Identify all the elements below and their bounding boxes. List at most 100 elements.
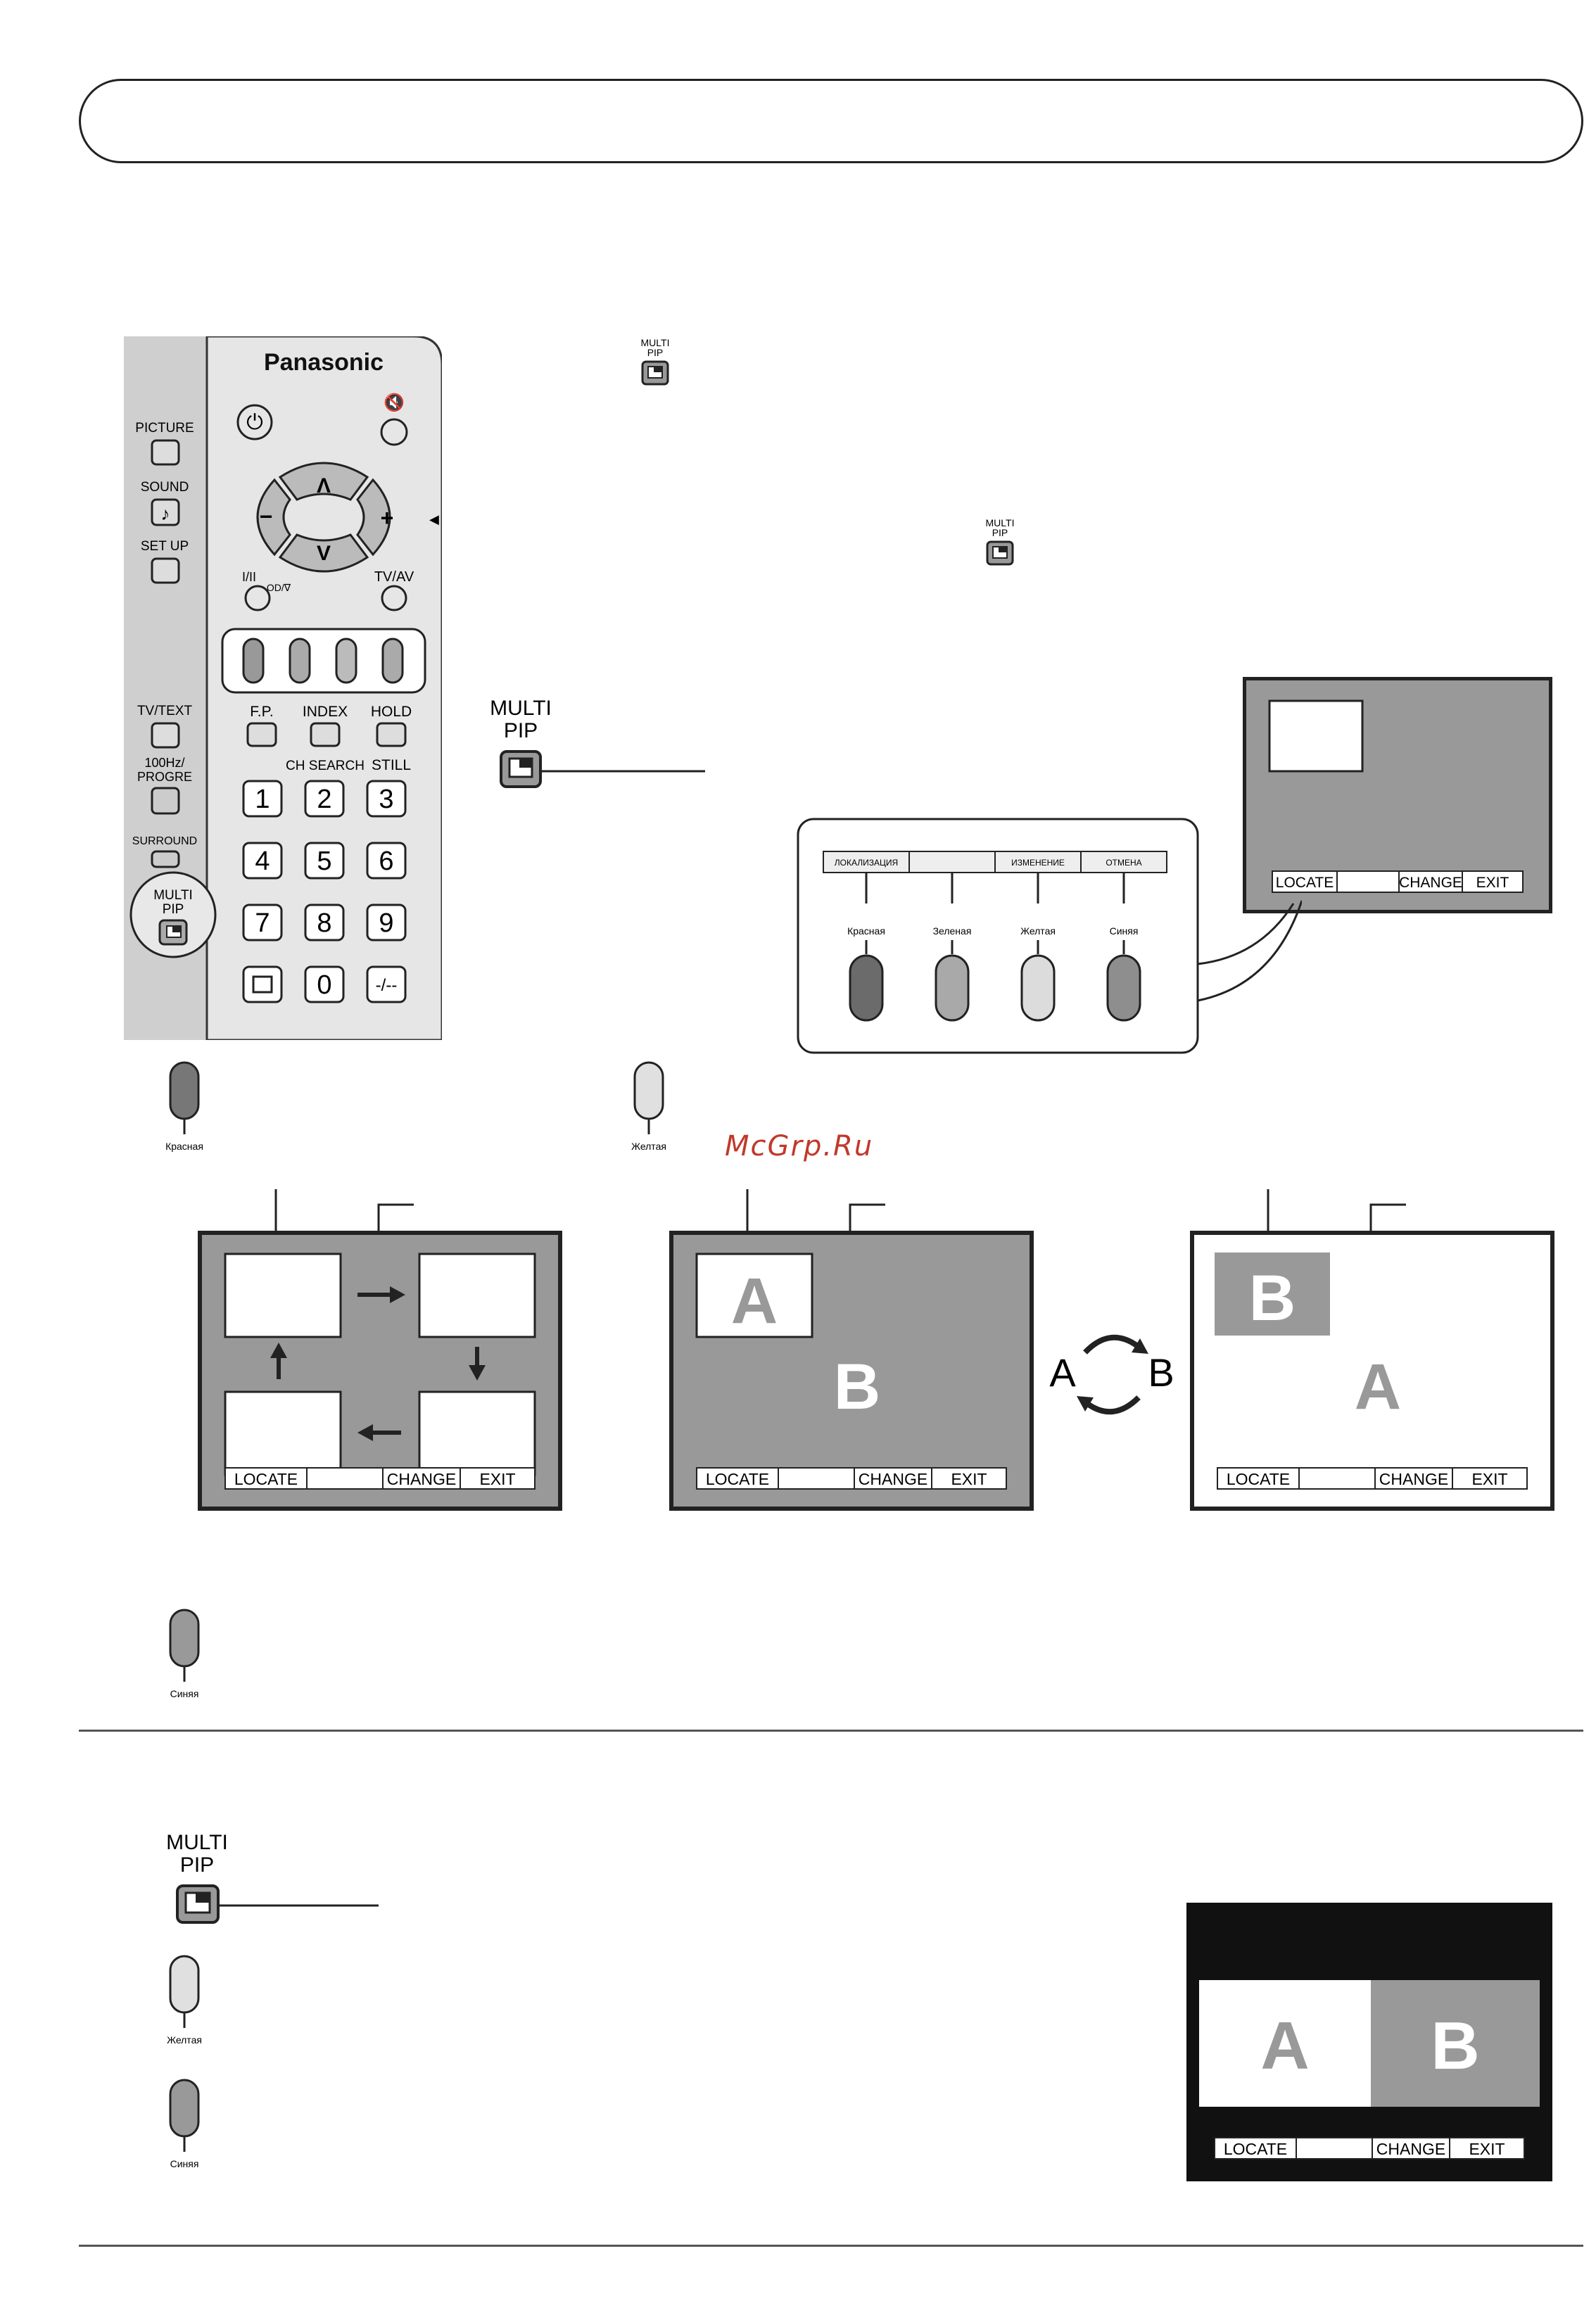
svg-text:CHANGE: CHANGE <box>859 1470 927 1488</box>
tvtext-button[interactable] <box>151 722 180 749</box>
tv-screen-top: LOCATE CHANGE EXIT <box>1242 676 1553 914</box>
remote-label-progre: PROGRE <box>137 770 192 784</box>
pip-label-b: B <box>1249 1262 1296 1334</box>
svg-text:LOCATE: LOCATE <box>1227 1470 1290 1488</box>
index-button[interactable] <box>310 722 341 747</box>
svg-text:PIP: PIP <box>180 1853 214 1877</box>
screen-a-in-b: A B LOCATE CHANGE EXIT <box>669 1189 1041 1513</box>
svg-text:PIP: PIP <box>504 719 538 742</box>
multi-pip-big-icon: MULTI PIP <box>486 697 711 802</box>
digit-button-5[interactable] <box>304 842 345 880</box>
swap-arrow-top-icon <box>1083 1334 1141 1355</box>
svg-text:Синяя: Синяя <box>1110 925 1139 937</box>
svg-text:7: 7 <box>255 908 270 938</box>
digit-button-0[interactable] <box>304 965 345 1003</box>
remote-brand: Panasonic <box>264 349 384 376</box>
svg-text:5: 5 <box>317 847 331 876</box>
svg-text:Желтая: Желтая <box>167 2034 202 2046</box>
svg-text:8: 8 <box>317 908 331 938</box>
mute-button[interactable] <box>380 418 408 446</box>
svg-text:MULTI: MULTI <box>490 697 552 720</box>
callout-red-key: Красная <box>847 873 885 1022</box>
power-button[interactable] <box>236 404 273 440</box>
svg-text:Красная: Красная <box>165 1141 203 1152</box>
up-label: Λ <box>317 474 331 497</box>
mono-button[interactable] <box>244 585 271 611</box>
main-label-a: A <box>1355 1351 1401 1423</box>
down-button[interactable] <box>278 533 369 573</box>
blue-color-key[interactable] <box>381 638 404 684</box>
svg-text:Синяя: Синяя <box>170 1688 199 1699</box>
screen-b-in-a: B A LOCATE CHANGE EXIT <box>1189 1189 1562 1513</box>
remote-label-surround: SURROUND <box>132 835 197 847</box>
100hz-button[interactable] <box>151 787 180 815</box>
input-select-button[interactable] <box>242 965 283 1003</box>
arrow-down-icon <box>469 1347 486 1381</box>
tvav-label: TV/AV <box>374 569 414 585</box>
svg-text:1: 1 <box>255 785 270 814</box>
svg-text:MULTI: MULTI <box>986 517 1015 528</box>
setup-button[interactable] <box>151 557 180 584</box>
hold-button[interactable] <box>376 722 407 747</box>
plus-button[interactable] <box>356 478 391 557</box>
up-button[interactable] <box>278 462 369 501</box>
hold-label: HOLD <box>371 704 412 720</box>
arrow-up-icon <box>270 1343 287 1379</box>
remote-control: Panasonic PICTURE SOUND ♪ SET UP TV/TEXT… <box>122 335 443 1041</box>
svg-text:CHANGE: CHANGE <box>1379 1470 1448 1488</box>
digit-button-4[interactable] <box>242 842 283 880</box>
svg-text:EXIT: EXIT <box>479 1470 515 1488</box>
digit-button-2[interactable] <box>304 780 345 818</box>
yellow-color-key[interactable] <box>335 638 357 684</box>
svg-text:PIP: PIP <box>647 347 664 358</box>
remote-label-picture: PICTURE <box>135 421 194 436</box>
picture-button[interactable] <box>151 439 180 466</box>
callout-blue-key: Синяя <box>1106 873 1141 1022</box>
plus-label: + <box>381 505 394 531</box>
arrow-right-icon <box>357 1286 405 1303</box>
screen-split-ab: A B LOCATE CHANGE EXIT <box>1186 1903 1552 2181</box>
remote-label-sound: SOUND <box>141 480 189 495</box>
svg-text:LOCATE: LOCATE <box>1276 875 1334 891</box>
sound-button[interactable] <box>151 498 180 526</box>
svg-text:CHANGE: CHANGE <box>387 1470 456 1488</box>
surround-button[interactable] <box>151 850 180 868</box>
digit-button-7[interactable] <box>242 903 283 941</box>
swap-label-a: A <box>1049 1350 1076 1395</box>
svg-text:LOCATE: LOCATE <box>234 1470 298 1488</box>
remote-label-setup: SET UP <box>141 539 189 554</box>
red-color-key[interactable] <box>242 638 265 684</box>
svg-text:EXIT: EXIT <box>1471 1470 1507 1488</box>
swap-indicator: A B <box>1044 1316 1185 1428</box>
minus-button[interactable] <box>256 478 291 557</box>
svg-text:LOCATE: LOCATE <box>706 1470 769 1488</box>
svg-text:Красная: Красная <box>847 925 885 937</box>
mono-sub-label: OD/∇ <box>267 582 291 593</box>
remote-label-tvtext: TV/TEXT <box>137 704 193 718</box>
svg-text:9: 9 <box>379 908 393 938</box>
fp-label: F.P. <box>250 704 273 720</box>
digit-button-3[interactable] <box>366 780 407 818</box>
fp-button[interactable] <box>246 722 277 747</box>
svg-text:ОТМЕНА: ОТМЕНА <box>1106 858 1141 868</box>
dash-button[interactable] <box>366 965 407 1003</box>
remote-label-multi: MULTI <box>153 888 193 903</box>
power-icon: ⏻ <box>246 411 263 434</box>
digit-button-6[interactable] <box>366 842 407 880</box>
digit-pad: 1 2 3 4 5 6 7 8 9 0 -/-- <box>242 780 407 1003</box>
svg-text:PIP: PIP <box>992 527 1008 538</box>
index-label: INDEX <box>303 704 348 720</box>
digit-button-8[interactable] <box>304 903 345 941</box>
multi-pip-small-icon-2: MULTI PIP <box>975 516 1025 573</box>
main-label-b: B <box>834 1351 880 1423</box>
section2-blue-key: Синяя <box>156 2077 213 2176</box>
tvav-button[interactable] <box>381 585 407 611</box>
digit-button-1[interactable] <box>242 780 283 818</box>
svg-text:LOCATE: LOCATE <box>1224 2140 1287 2158</box>
callout-green-key: Зеленая <box>933 873 971 1022</box>
section2-multi-pip-icon: MULTI PIP <box>155 1830 394 1942</box>
remote-label-pip: PIP <box>163 902 184 917</box>
digit-button-9[interactable] <box>366 903 407 941</box>
still-label: STILL <box>372 757 411 773</box>
green-color-key[interactable] <box>289 638 311 684</box>
